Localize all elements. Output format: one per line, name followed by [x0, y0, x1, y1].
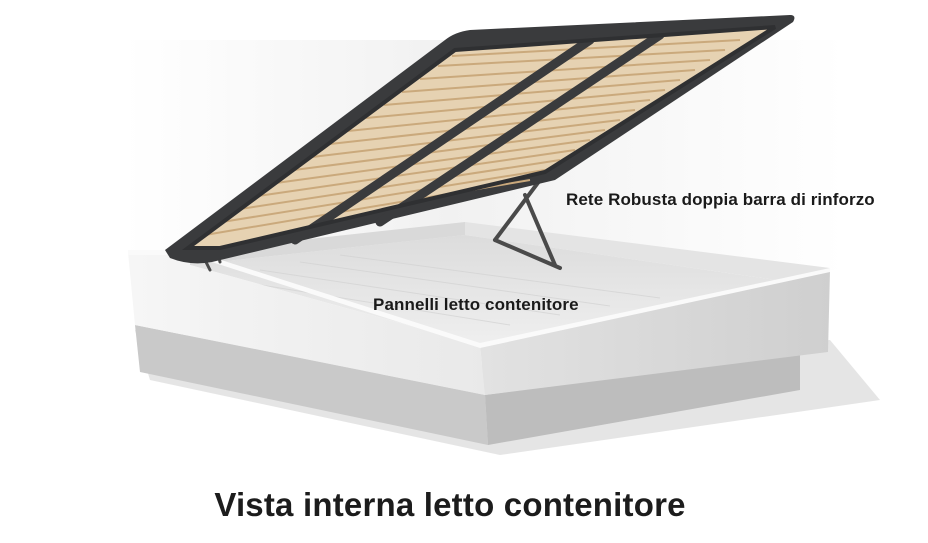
storage-floor-panel — [190, 235, 790, 345]
box-right-inner-wall — [465, 222, 830, 282]
wooden-slats — [204, 39, 741, 236]
box-front-side — [480, 270, 830, 395]
box-top-rim — [128, 250, 830, 348]
frame-inner-edge — [181, 25, 777, 250]
caption-title: Vista interna letto contenitore — [214, 486, 686, 523]
panel-texture — [229, 254, 661, 326]
bed-plinth-side — [485, 352, 800, 445]
box-left-side — [128, 252, 485, 395]
slatted-frame — [165, 15, 795, 264]
box-back-wall — [190, 222, 465, 265]
lift-mechanism-right — [493, 178, 562, 270]
annotation-pannelli: Pannelli letto contenitore — [373, 295, 579, 314]
annotation-rete: Rete Robusta doppia barra di rinforzo — [566, 190, 875, 209]
bed-plinth — [135, 325, 488, 445]
reinforcement-bars — [290, 30, 665, 245]
